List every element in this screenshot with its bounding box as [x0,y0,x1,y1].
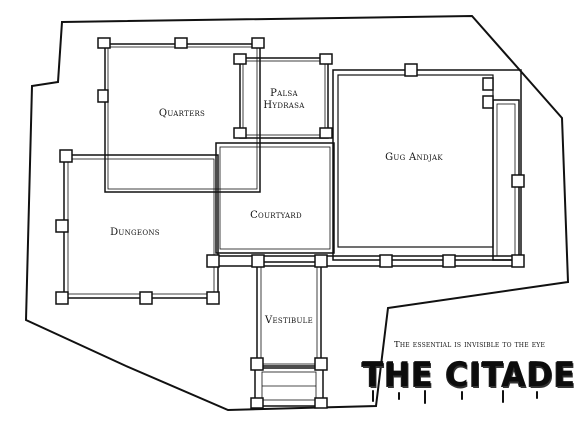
wall-gatehouse [254,365,324,407]
label-palsa-hydrasa-2: Hydrasa [263,100,305,111]
outer-boundary [24,14,570,412]
label-dungeons: Dungeons [110,227,160,238]
label-courtyard: Courtyard [250,210,302,221]
wall-courtyard [215,142,335,254]
label-vestibule: Vestibule [264,315,313,326]
wall-vestibule [256,261,322,369]
label-gug-andjak: Gug Andjak [385,152,443,163]
tagline: The essential is invisible to the eye [394,340,546,350]
label-quarters: Quarters [159,108,205,119]
wall-gug-andjak [332,69,522,261]
label-palsa-hydrasa-1: Palsa [270,88,298,99]
wall-palsa-hydrasa [239,57,329,139]
map-title: THE CITADEL [362,355,576,395]
